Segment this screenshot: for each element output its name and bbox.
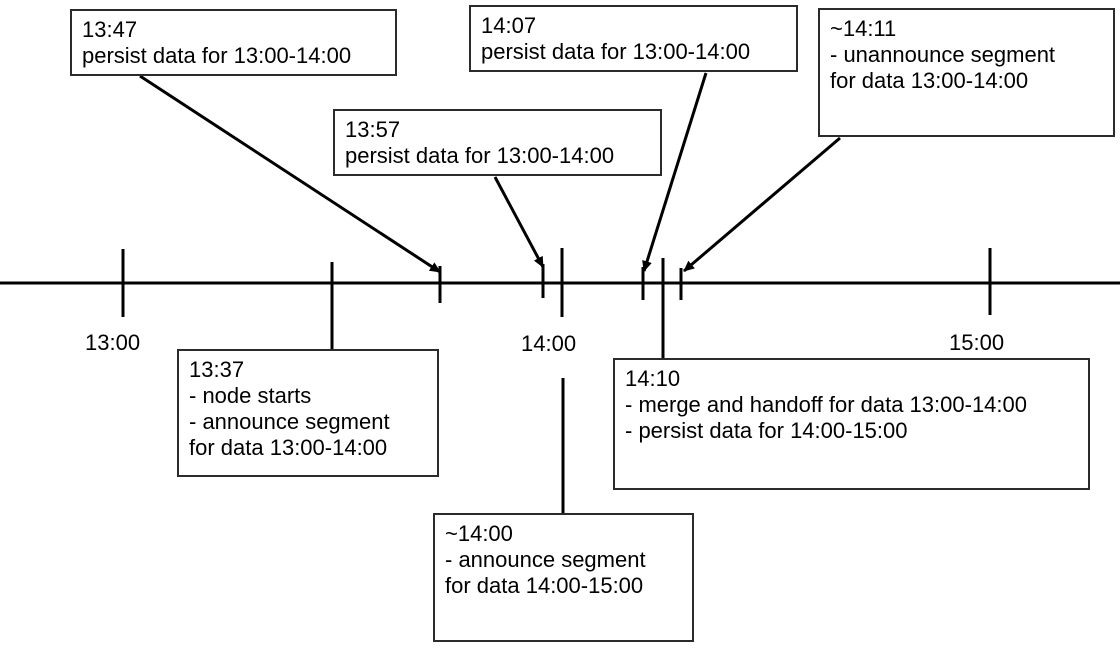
callout-time: ~14:11: [830, 16, 897, 41]
axis-label-15-00: 15:00: [949, 330, 1005, 355]
callout-detail: for data 14:00-15:00: [445, 573, 644, 598]
callout-detail: - merge and handoff for data 13:00-14:00: [625, 392, 1027, 417]
leader-line-13-47: [139, 74, 441, 274]
callout-14-10: 14:10 - merge and handoff for data 13:00…: [613, 358, 1090, 490]
callout-detail: persist data for 13:00-14:00: [82, 43, 352, 68]
callout-13-37: 13:37 - node starts - announce segment f…: [177, 349, 439, 477]
callout-detail: - announce segment: [189, 409, 390, 434]
callout-detail: persist data for 13:00-14:00: [481, 39, 751, 64]
callout-time: 13:57: [345, 117, 401, 142]
callout-detail: - persist data for 14:00-15:00: [625, 418, 908, 443]
callout-14-07: 14:07 persist data for 13:00-14:00: [469, 5, 798, 72]
callout-time: 13:47: [82, 17, 138, 42]
callout-time: 14:07: [481, 13, 537, 38]
callout-detail: - announce segment: [445, 547, 646, 572]
callout-time: 14:10: [625, 366, 681, 391]
leader-line-14-11: [683, 136, 841, 273]
callout-detail: for data 13:00-14:00: [189, 435, 388, 460]
callout-13-47: 13:47 persist data for 13:00-14:00: [70, 9, 397, 76]
callout-13-57: 13:57 persist data for 13:00-14:00: [333, 109, 662, 176]
callout-time: ~14:00: [445, 521, 513, 546]
axis-label-14-00: 14:00: [521, 331, 577, 356]
callout-detail: - unannounce segment: [830, 42, 1056, 67]
leader-line-14-07: [642, 72, 708, 272]
callout-14-11: ~14:11 - unannounce segment for data 13:…: [818, 8, 1115, 137]
leader-line-13-57: [493, 176, 545, 268]
callout-detail: - node starts: [189, 383, 312, 408]
callout-time: 13:37: [189, 357, 245, 382]
callout-14-00: ~14:00 - announce segment for data 14:00…: [433, 513, 694, 642]
axis-label-13-00: 13:00: [85, 330, 141, 355]
callout-detail: for data 13:00-14:00: [830, 68, 1029, 93]
callout-detail: persist data for 13:00-14:00: [345, 143, 615, 168]
